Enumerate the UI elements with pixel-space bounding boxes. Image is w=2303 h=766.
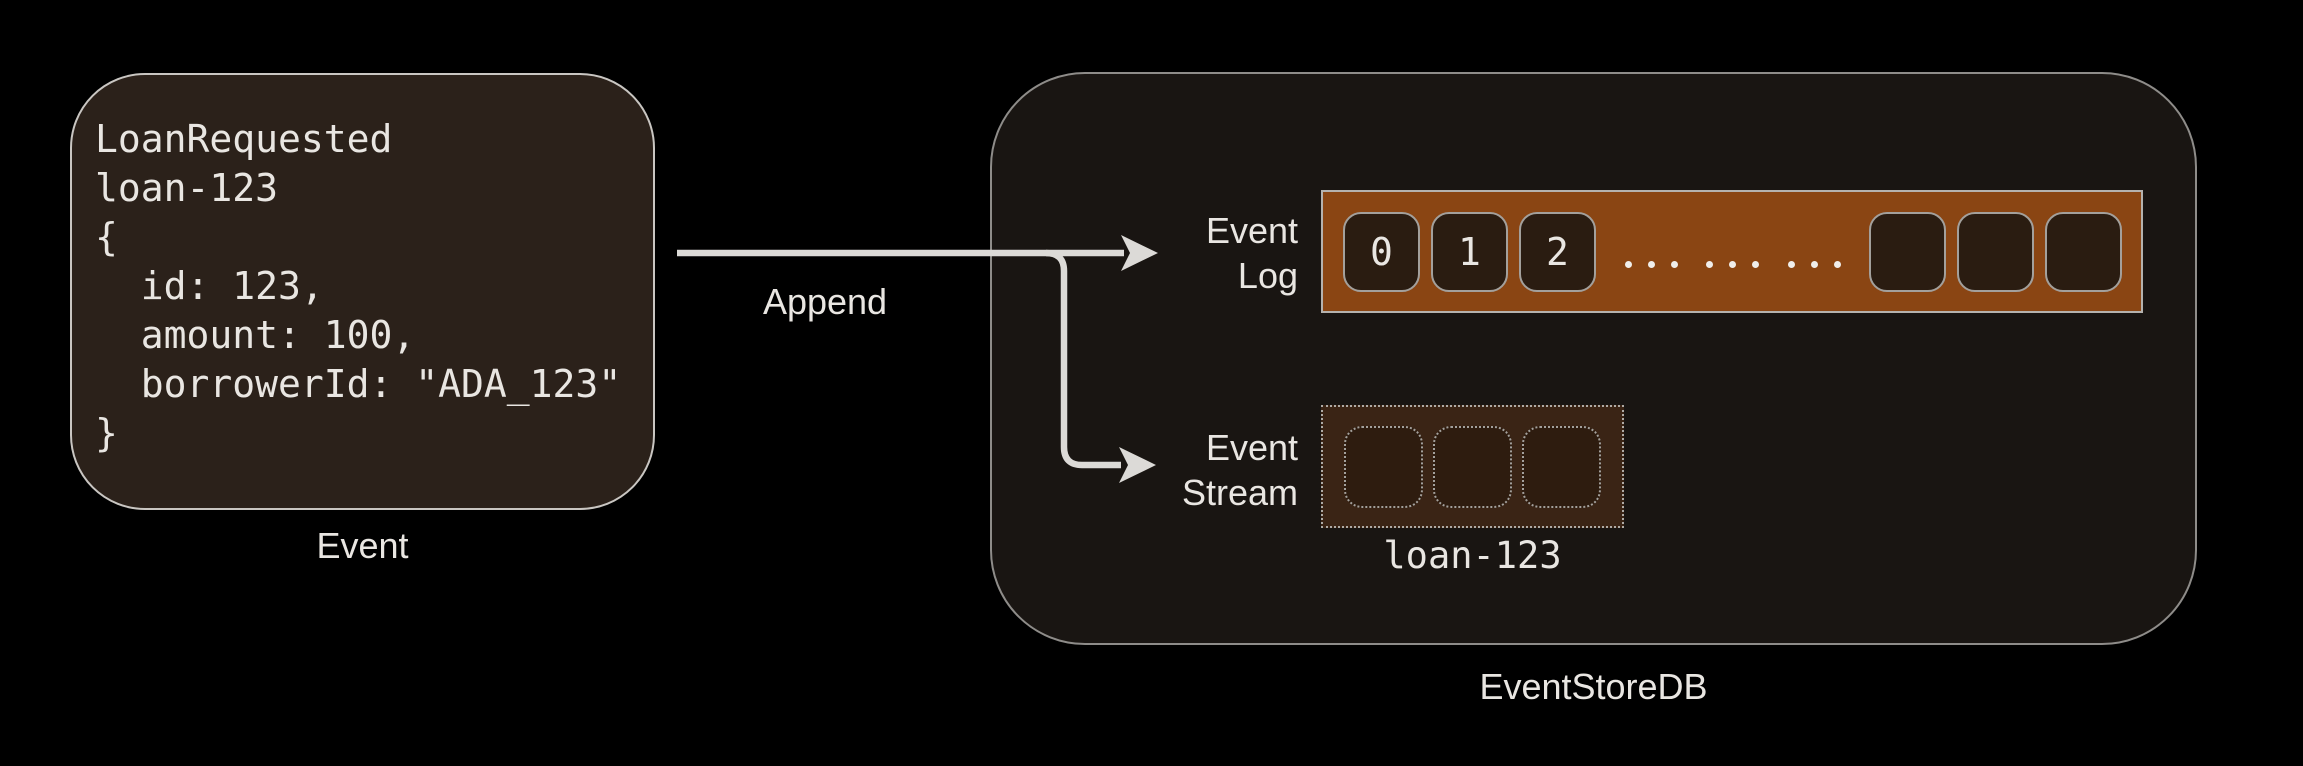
event-stream-label-line2: Stream — [1181, 472, 1298, 513]
log-cell: 2 — [1519, 211, 1596, 292]
event-caption: Event — [316, 525, 409, 566]
stream-cell — [1433, 425, 1512, 508]
dot-icon — [1810, 260, 1818, 268]
dot-icon — [1833, 260, 1841, 268]
append-label: Append — [762, 281, 888, 322]
ellipsis-dot-group — [1706, 260, 1759, 268]
log-cell: 1 — [1431, 211, 1508, 292]
event-log-bar: 0 1 2 — [1321, 190, 2143, 313]
event-log-label-line1: Event — [1205, 210, 1298, 251]
eventstoredb-container — [990, 72, 2197, 645]
ellipsis-dot-group — [1624, 260, 1678, 268]
dot-icon — [1670, 260, 1678, 268]
event-code: LoanRequested loan-123 { id: 123, amount… — [95, 117, 622, 455]
stream-name-label: loan-123 — [1383, 534, 1562, 577]
event-stream-box — [1321, 405, 1624, 528]
ellipsis-dots — [1596, 260, 1869, 268]
empty-log-cell — [2045, 211, 2122, 292]
dot-icon — [1752, 260, 1759, 268]
event-log-label-line2: Log — [1237, 255, 1298, 296]
stream-cell — [1344, 425, 1423, 508]
event-stream-label: Event Stream — [1048, 425, 1298, 515]
empty-log-cell — [1957, 211, 2034, 292]
dot-icon — [1647, 260, 1655, 268]
dot-icon — [1787, 260, 1795, 268]
event-log-label: Event Log — [1048, 208, 1298, 298]
log-cell: 0 — [1343, 211, 1420, 292]
dot-icon — [1729, 260, 1736, 268]
ellipsis-dot-group — [1787, 260, 1841, 268]
event-card: LoanRequested loan-123 { id: 123, amount… — [70, 73, 655, 510]
stream-cell — [1522, 425, 1601, 508]
eventstoredb-caption: EventStoreDB — [1479, 666, 1708, 707]
dot-icon — [1706, 260, 1713, 268]
dot-icon — [1624, 260, 1632, 268]
empty-log-cell — [1869, 211, 1946, 292]
event-stream-label-line1: Event — [1205, 427, 1298, 468]
